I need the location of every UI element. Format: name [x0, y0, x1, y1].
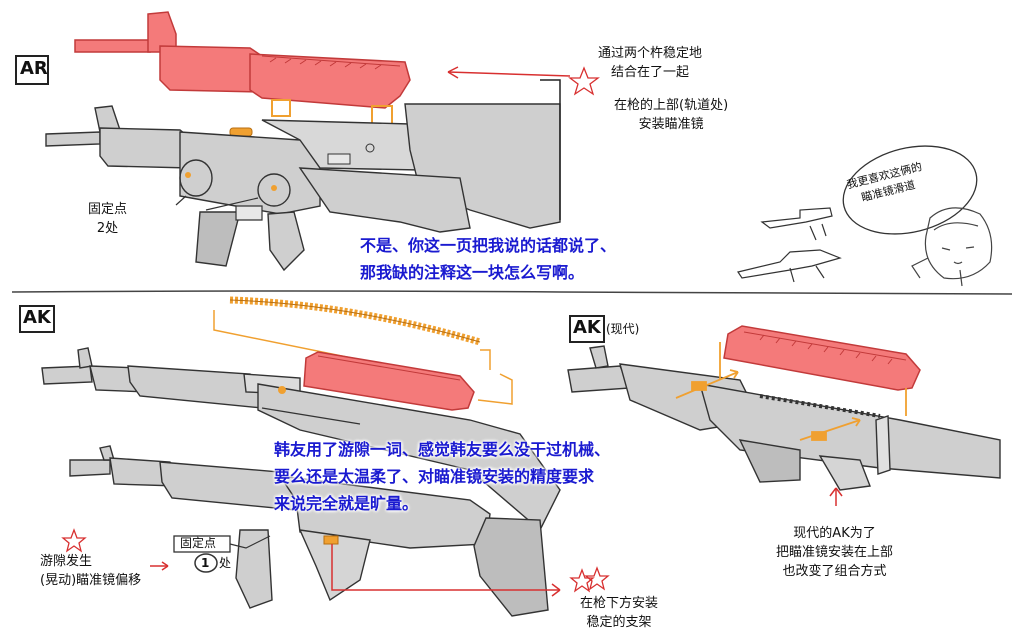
ar-note-fixed: 固定点 2处 [88, 200, 127, 238]
ar-note-mid-line-2: 安装瞄准镜 [638, 117, 704, 132]
ar-rifle-drawing [45, 79, 561, 272]
ak-modern-tag: AK [573, 317, 601, 338]
ak-rifle-drawing-bottom [69, 445, 561, 617]
ar-upper-receiver-highlight [74, 11, 411, 109]
overlay-comment-top: 不是、你这一页把我说的话都说了、 那我缺的注释这一块怎么写啊。 [360, 232, 616, 286]
ar-tag-box [15, 55, 49, 85]
ak-modern-note-line-2: 把瞄准镜安装在上部 [776, 545, 894, 560]
ak-modern-note: 现代的AK为了 把瞄准镜安装在上部 也改变了组合方式 [776, 524, 893, 581]
ak-modern-suffix: (现代) [606, 322, 640, 336]
star-icon [61, 528, 87, 553]
ak-fixed-label: 固定点 [180, 536, 217, 550]
ar-note-top-line-1: 通过两个杵稳定地 [598, 46, 703, 61]
ar-tag: AR [20, 58, 48, 79]
ak-note-bottom-line-1: 在枪下方安装 [580, 596, 659, 611]
ar-red-arrow [447, 66, 600, 96]
ak-note-play-line-2: (晃动)瞄准镜偏移 [40, 573, 142, 588]
ak-modern-rail-highlight [723, 325, 921, 391]
speech-bubble [842, 145, 978, 235]
ar-note-fixed-line-1: 固定点 [88, 202, 128, 217]
ak-fixed-point-badge [150, 535, 271, 573]
star-icon [584, 566, 610, 591]
ak-modern-tag-box [569, 315, 605, 343]
ak-modern-orange-guides [675, 342, 907, 441]
overlay-comment-bottom: 韩友用了游隙一词、感觉韩友要么没干过机械、 要么还是太温柔了、对瞄准镜安装的精度… [274, 436, 610, 517]
ar-note-mid-line-1: 在枪的上部(轨道处) [614, 98, 729, 113]
ar-note-mid: 在枪的上部(轨道处) 安装瞄准镜 [614, 96, 728, 134]
ak-tag: AK [23, 307, 51, 328]
overlay-bottom-line-3: 来说完全就是旷量。 [274, 494, 419, 513]
ak-note-play-line-1: 游隙发生 [40, 554, 93, 569]
ak-note-bottom: 在枪下方安装 稳定的支架 [580, 594, 658, 632]
ak-fixed-suffix: 处 [219, 556, 232, 570]
overlay-top-line-2: 那我缺的注释这一块怎么写啊。 [360, 263, 585, 282]
ak-note-bottom-line-2: 稳定的支架 [586, 615, 652, 630]
star-icon [569, 568, 595, 593]
character-doodle [911, 207, 993, 287]
ak-modern-note-line-1: 现代的AK为了 [793, 526, 876, 541]
rifle-doodles [737, 207, 842, 283]
ar-note-top: 通过两个杵稳定地 结合在了一起 [598, 44, 702, 82]
star-icon [568, 66, 600, 96]
ak-fixed-count: 1 [201, 556, 210, 570]
overlay-top-line-1: 不是、你这一页把我说的话都说了、 [360, 236, 617, 255]
overlay-bottom-line-1: 韩友用了游隙一词、感觉韩友要么没干过机械、 [274, 440, 611, 459]
ak-tag-box [19, 305, 55, 333]
ak-modern-red-arrow [829, 487, 843, 506]
circle-badge [194, 553, 218, 573]
ak-note-play: 游隙发生 (晃动)瞄准镜偏移 [40, 552, 141, 590]
overlay-bottom-line-2: 要么还是太温柔了、对瞄准镜安装的精度要求 [274, 467, 595, 486]
ak-modern-rifle-drawing [567, 345, 1001, 491]
ar-note-top-line-2: 结合在了一起 [611, 65, 690, 80]
ak-dust-cover-highlight [303, 351, 475, 411]
ak-modern-note-line-3: 也改变了组合方式 [782, 564, 887, 579]
ar-note-fixed-line-2: 2处 [96, 221, 119, 236]
section-divider [11, 290, 1013, 295]
